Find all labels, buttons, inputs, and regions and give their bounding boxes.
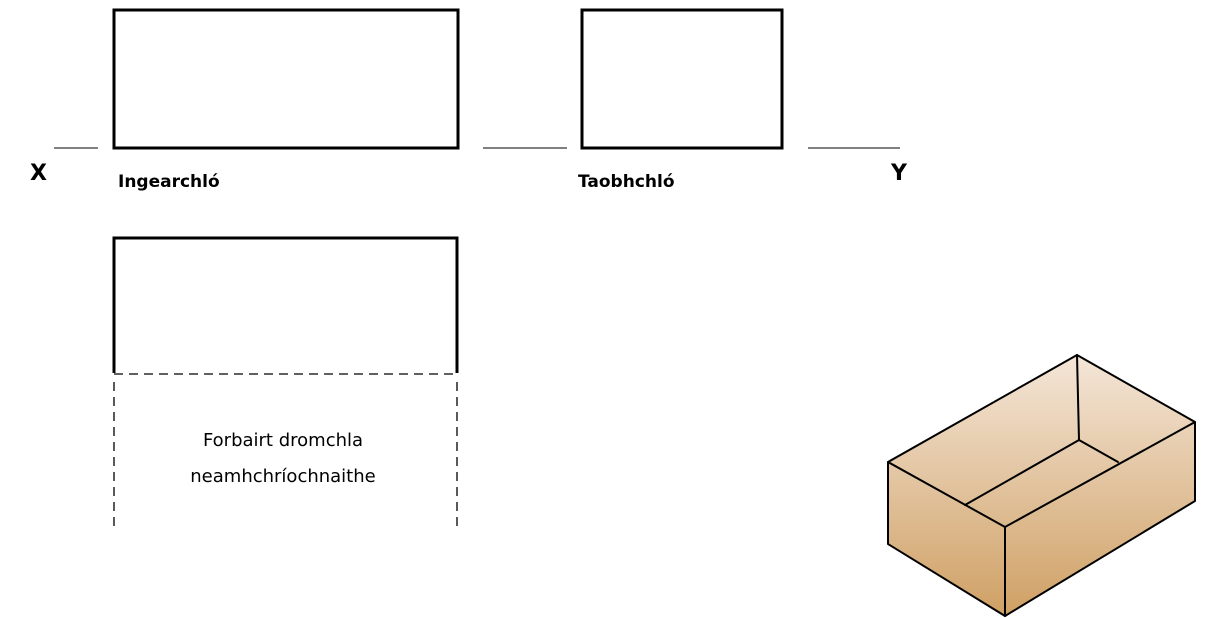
- front-view-label: Ingearchló: [118, 172, 220, 192]
- isometric-open-box: [887, 354, 1196, 617]
- side-elevation-rect: [580, 8, 784, 150]
- x-axis-label: X: [30, 161, 47, 186]
- surface-development-dashed: [113, 373, 458, 532]
- plan-view-outline: [112, 236, 459, 373]
- side-view-label: Taobhchló: [578, 172, 675, 192]
- development-label-line1: Forbairt dromchla: [203, 430, 363, 451]
- y-axis-label: Y: [890, 161, 908, 186]
- front-elevation-rect: [112, 8, 460, 150]
- box-inner-bottom-edge: [964, 439, 1080, 506]
- development-label-line2: neamhchríochnaithe: [190, 466, 375, 487]
- box-body: [887, 354, 1196, 617]
